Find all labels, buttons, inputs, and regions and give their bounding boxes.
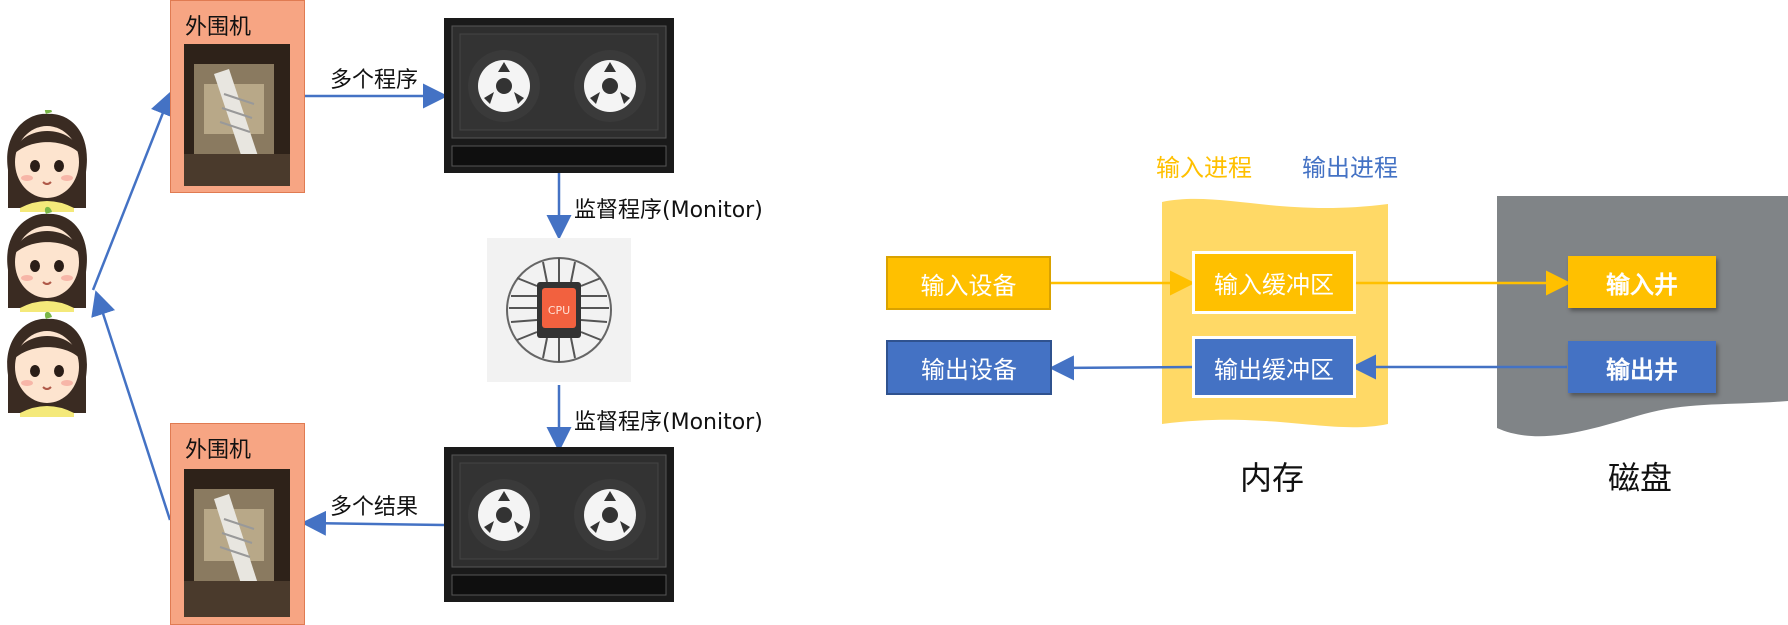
output-device-label: 输出设备: [921, 356, 1017, 384]
memory-label: 内存: [1240, 459, 1305, 497]
output-device-box: 输出设备: [886, 340, 1052, 395]
peripheral-bottom-label: 外围机: [185, 438, 252, 463]
cpu-panel: CPU: [487, 238, 631, 382]
cpu-chip-icon: CPU: [506, 257, 612, 363]
disk-label: 磁盘: [1608, 459, 1673, 497]
output-buffer-box: 输出缓冲区: [1192, 336, 1356, 398]
tape-drive-icon: [444, 18, 674, 173]
printer-photo: [184, 469, 290, 617]
input-process-label: 输入进程: [1156, 154, 1252, 182]
cpu-text: CPU: [548, 304, 570, 317]
input-buffer-box: 输入缓冲区: [1192, 251, 1356, 314]
input-device-box: 输入设备: [886, 256, 1051, 310]
printer-photo: [184, 44, 290, 186]
tape-drive-icon: [444, 447, 674, 602]
output-well-label: 输出井: [1606, 355, 1678, 384]
peripheral-top: 外围机: [170, 0, 305, 193]
output-process-label: 输出进程: [1302, 154, 1398, 182]
peripheral-bottom: 外围机: [170, 423, 305, 625]
peripheral-top-label: 外围机: [185, 15, 252, 40]
input-well-label: 输入井: [1606, 270, 1678, 299]
output-well-box: 输出井: [1568, 341, 1716, 393]
output-buffer-label: 输出缓冲区: [1214, 355, 1334, 384]
multi-results-label: 多个结果: [330, 495, 419, 520]
right-connectors: [1049, 270, 1571, 381]
input-buffer-label: 输入缓冲区: [1214, 271, 1334, 299]
monitor-top-label: 监督程序(Monitor): [574, 198, 763, 223]
input-device-label: 输入设备: [920, 271, 1017, 300]
multi-programs-label: 多个程序: [330, 68, 419, 93]
input-well-box: 输入井: [1568, 256, 1716, 308]
left-connectors: [91, 83, 572, 536]
monitor-bottom-label: 监督程序(Monitor): [574, 410, 763, 435]
